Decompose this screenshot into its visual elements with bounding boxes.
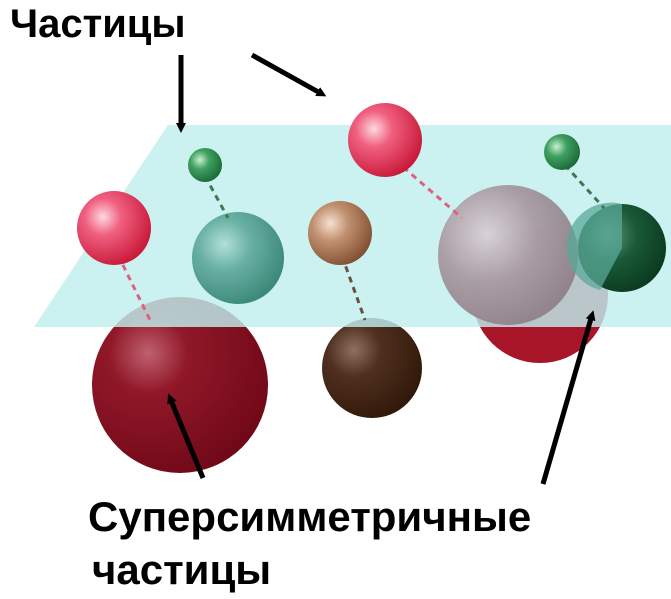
connector-red-left bbox=[116, 254, 152, 321]
particles-label: Частицы bbox=[10, 2, 186, 46]
particle-green-right-sphere bbox=[544, 134, 580, 170]
superpartner-dark-red-sphere bbox=[92, 297, 268, 473]
superpartners-label-line-1: Суперсимметричные bbox=[88, 493, 532, 540]
superpartner-dark-brown-sphere bbox=[322, 318, 422, 418]
arrows bbox=[167, 52, 596, 485]
particle-brown-sphere bbox=[308, 201, 372, 265]
particle-red-top-sphere bbox=[348, 103, 422, 177]
superpartners-label-line-2: частицы bbox=[92, 546, 272, 593]
superpartner-dark-green-teal-half bbox=[566, 202, 622, 290]
particle-green-left-sphere bbox=[188, 148, 222, 182]
arrow-particles-diagonal bbox=[250, 52, 327, 97]
connector-brown bbox=[340, 255, 367, 321]
particle-red-left-sphere bbox=[77, 191, 151, 265]
arrow-superpartner-right bbox=[540, 310, 596, 485]
superpartner-teal-sphere bbox=[192, 212, 284, 304]
arrow-superpartner-left bbox=[167, 393, 206, 479]
connector-green-left bbox=[203, 175, 230, 219]
connector-green-right bbox=[563, 163, 606, 210]
superpartner-grey-sphere bbox=[438, 185, 578, 325]
